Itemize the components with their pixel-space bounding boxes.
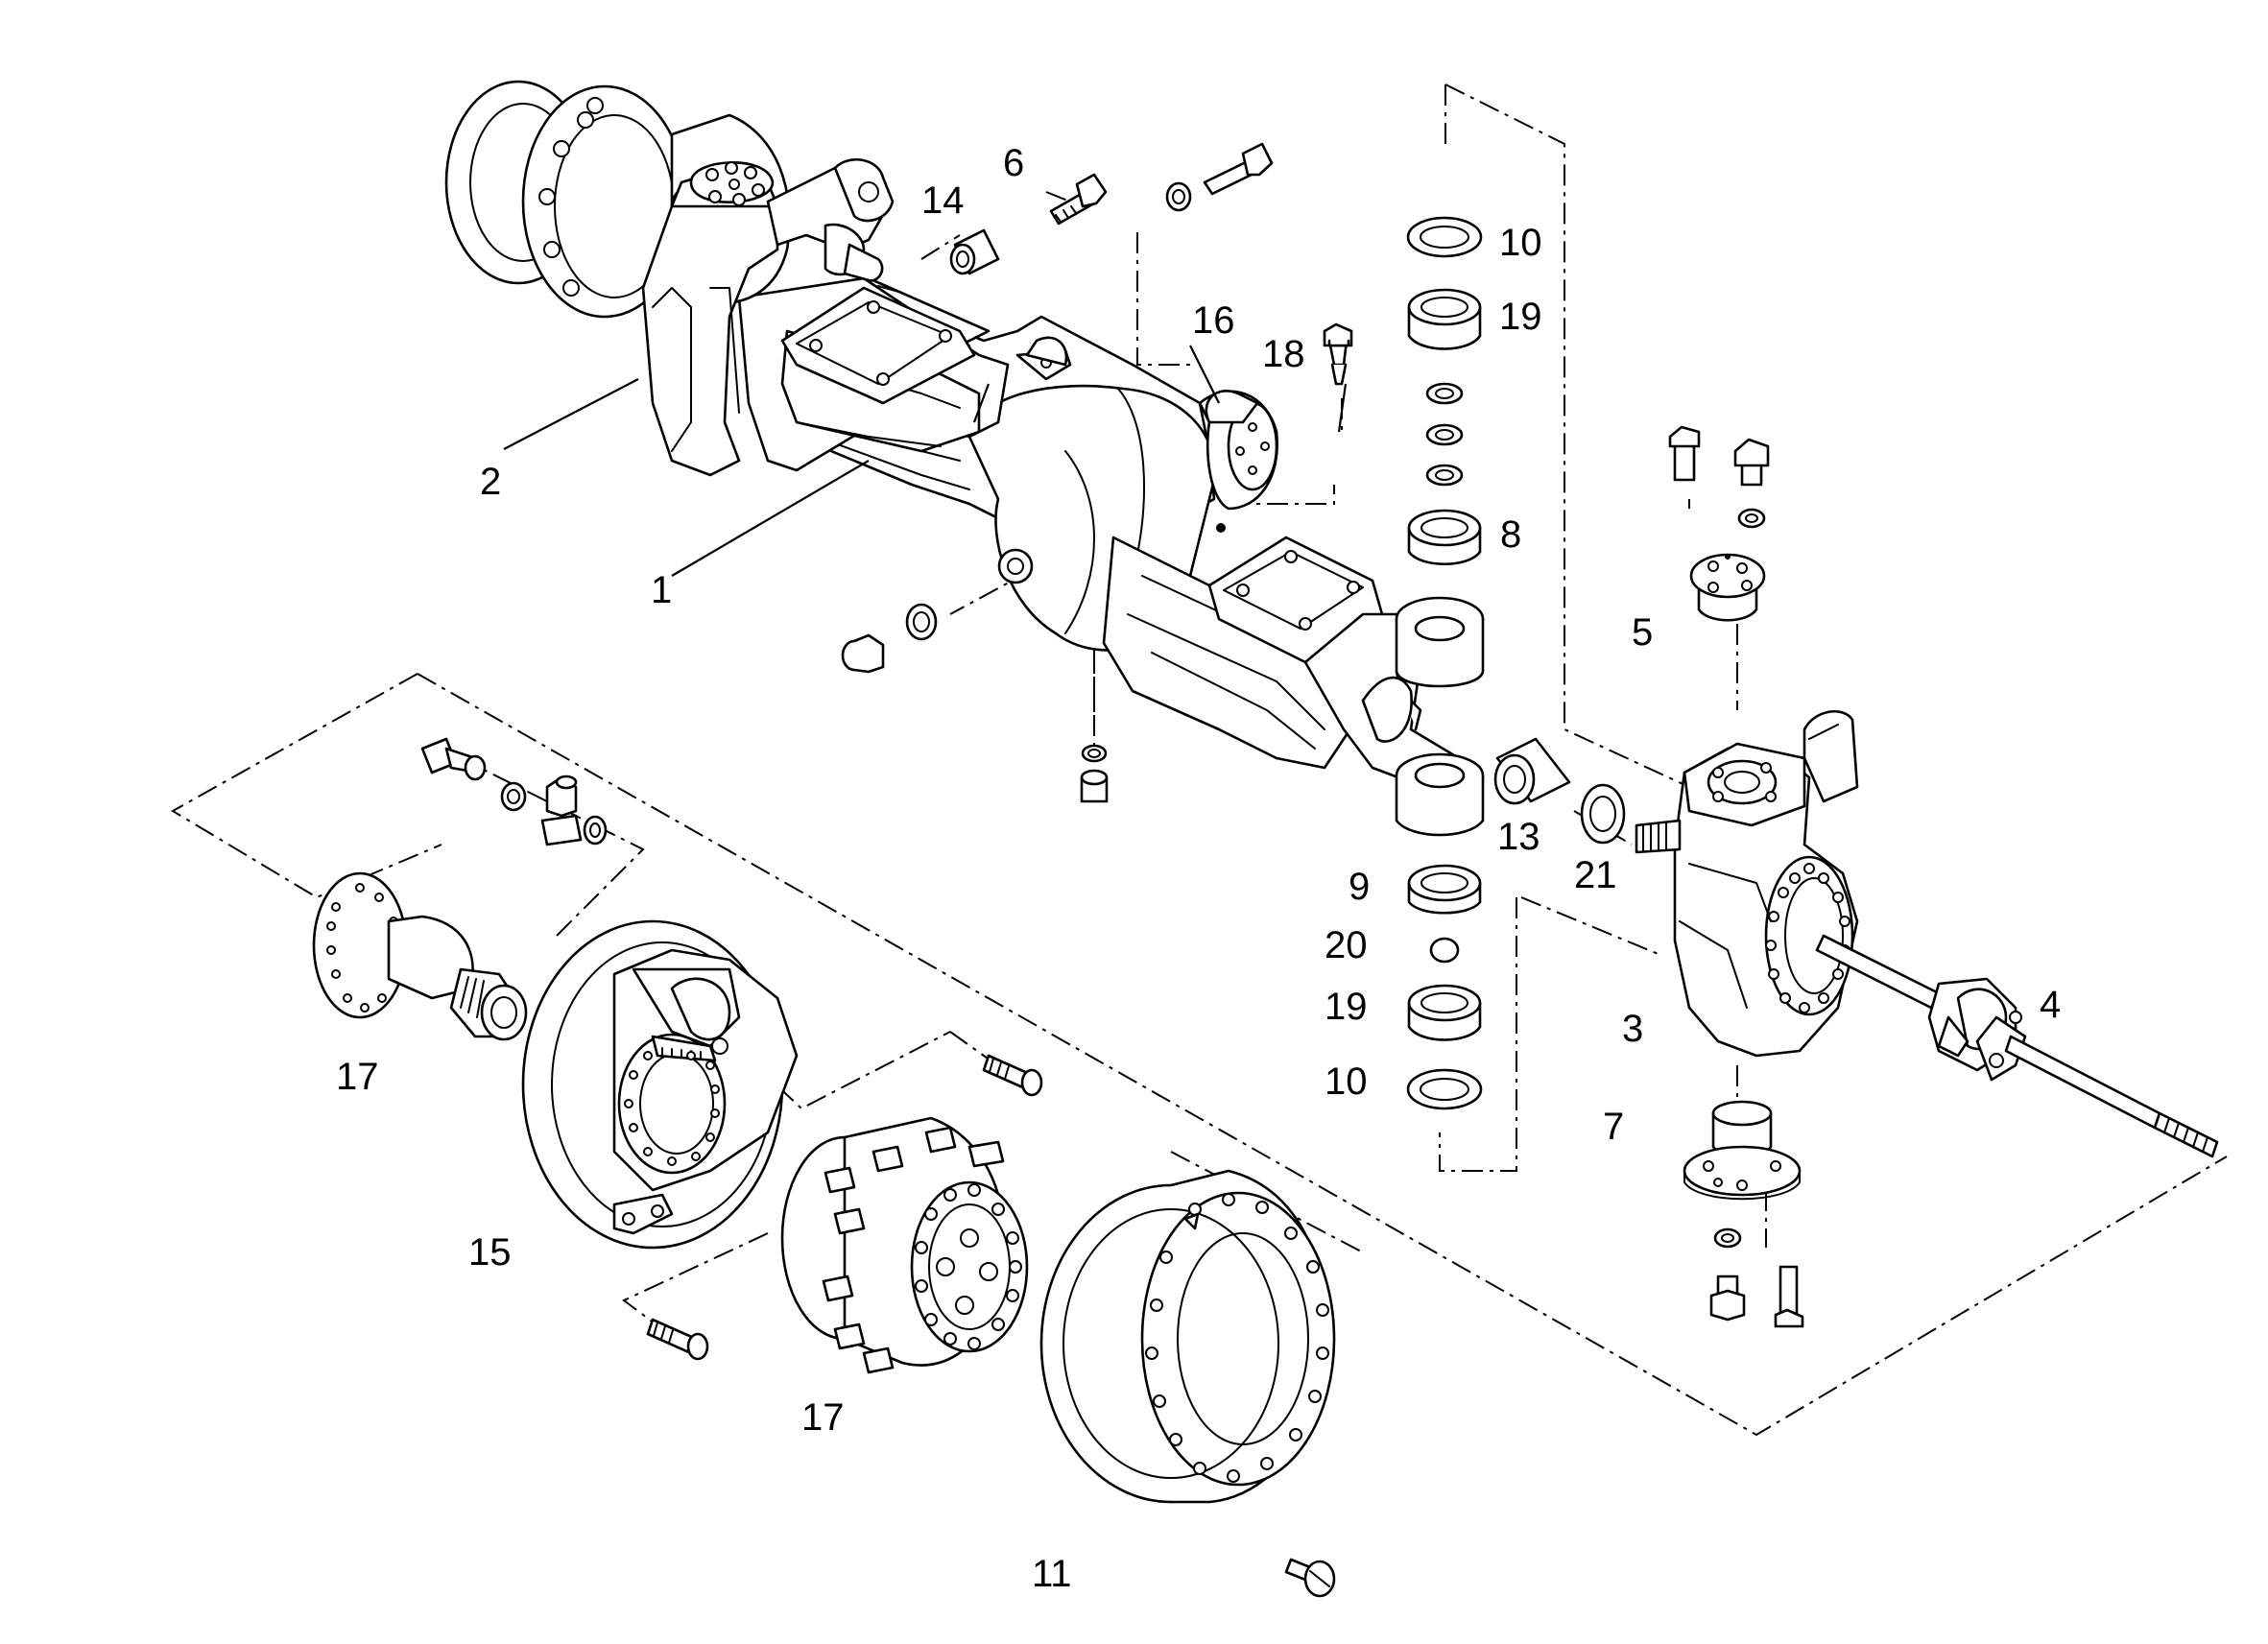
callout-labels: 1 2 3 4 5 6 7 8 9 10 10 11 13 14 15 16 1… xyxy=(336,142,2061,1595)
callout-7: 7 xyxy=(1603,1106,1624,1148)
drive-shaft-4 xyxy=(1815,934,2219,1158)
hub-17 xyxy=(780,1116,1029,1374)
callout-16: 16 xyxy=(1192,299,1235,342)
bushing-14 xyxy=(949,228,1000,275)
callout-6: 6 xyxy=(1003,142,1024,184)
drum-screw xyxy=(1284,1558,1336,1598)
breather-18 xyxy=(1323,322,1353,386)
callout-10-lower: 10 xyxy=(1325,1060,1368,1103)
bolt-6 xyxy=(1049,173,1108,226)
kingpin-upper-stack xyxy=(1406,216,1483,566)
callout-20: 20 xyxy=(1325,924,1368,966)
callout-19-upper: 19 xyxy=(1499,296,1542,338)
callout-8: 8 xyxy=(1500,513,1521,556)
axle-housing xyxy=(737,276,1485,837)
callout-9: 9 xyxy=(1349,866,1370,908)
kingpin-lower-stack xyxy=(1406,864,1483,1110)
callout-4: 4 xyxy=(2040,984,2061,1026)
callout-2: 2 xyxy=(480,461,501,503)
callout-17-hub: 17 xyxy=(801,1396,845,1439)
callout-18: 18 xyxy=(1262,333,1305,375)
callout-3: 3 xyxy=(1622,1008,1643,1050)
callout-1: 1 xyxy=(651,569,672,611)
brake-assembly-15 xyxy=(521,919,799,1250)
callout-11: 11 xyxy=(1032,1553,1072,1595)
washer-bolt-upper xyxy=(1165,142,1274,212)
brake-fittings xyxy=(420,737,608,846)
callout-5: 5 xyxy=(1632,611,1653,654)
leader-lines xyxy=(503,345,1348,577)
callout-13: 13 xyxy=(1497,816,1540,858)
spindle-17 xyxy=(312,871,528,1041)
lower-plug xyxy=(1080,744,1109,803)
left-hub-assembly xyxy=(444,80,895,477)
brake-drum-11 xyxy=(1039,1169,1336,1504)
callout-10-upper: 10 xyxy=(1499,222,1542,264)
callout-15: 15 xyxy=(468,1231,512,1274)
callout-21: 21 xyxy=(1574,854,1617,896)
pivot-cap-7 xyxy=(1683,1100,1804,1328)
callout-19-lower: 19 xyxy=(1325,986,1368,1028)
seal-21 xyxy=(1580,783,1626,845)
drain-plug-assembly xyxy=(841,603,938,674)
callout-17-spindle: 17 xyxy=(336,1056,379,1098)
pivot-cap-5 xyxy=(1668,425,1770,622)
bushing-13 xyxy=(1493,737,1571,805)
callout-14: 14 xyxy=(921,179,965,222)
steering-knuckle-3 xyxy=(1635,710,1859,1058)
hub-screws xyxy=(646,1054,1043,1361)
